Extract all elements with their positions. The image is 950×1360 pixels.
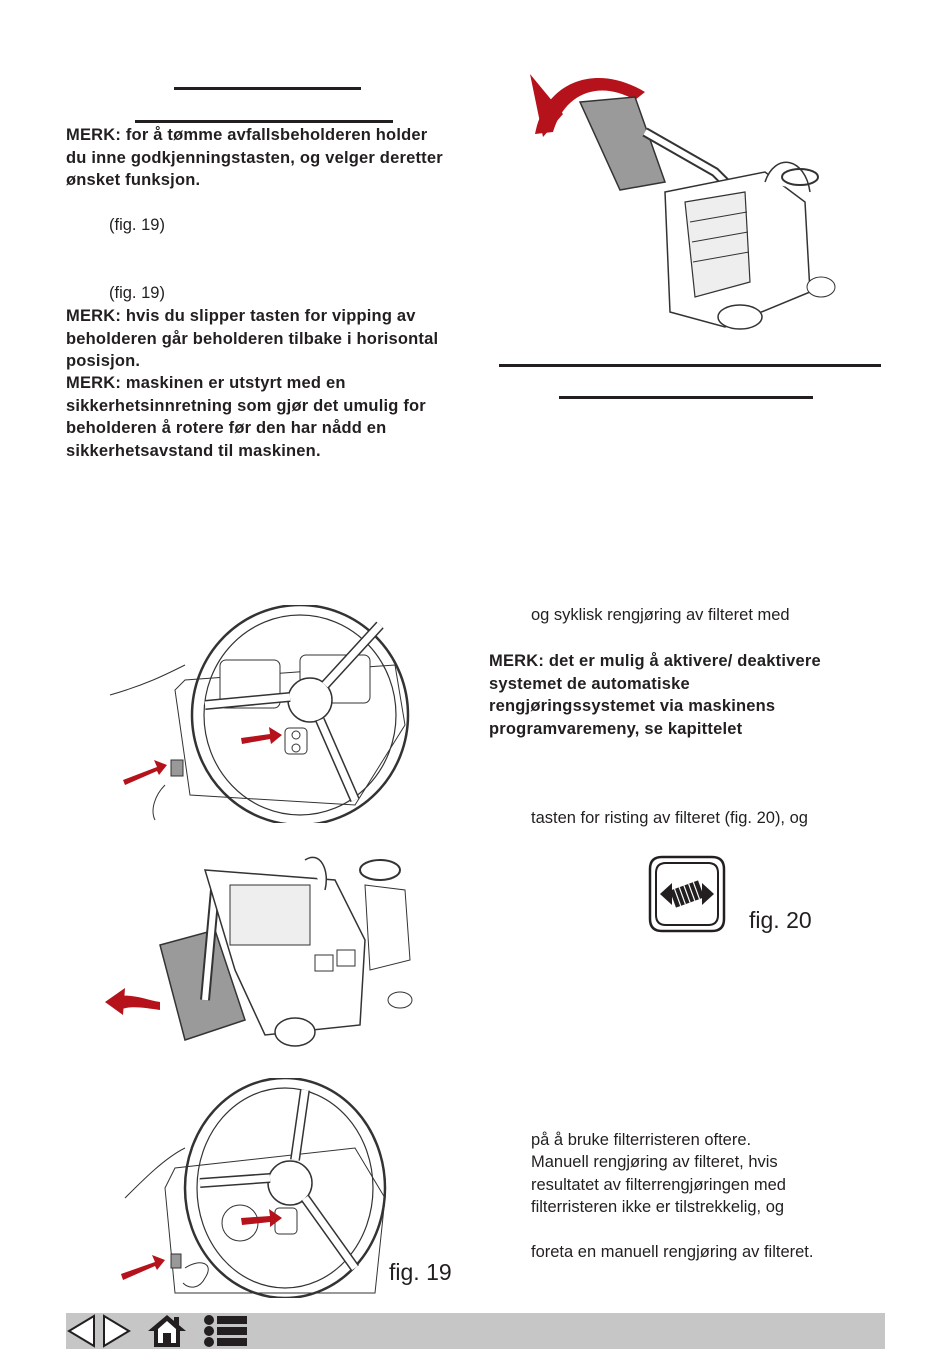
note-empty-container: MERK: for å tømme avfallsbeholderen hold…	[66, 126, 443, 189]
text-shaker-often: på å bruke filterristeren oftere.	[531, 1131, 752, 1149]
fig-20-label: fig. 20	[749, 907, 812, 933]
fig-ref-1: (fig. 19)	[109, 216, 165, 234]
steering-wheel-illustration-2	[105, 1078, 395, 1298]
heading-rule-2	[135, 120, 393, 123]
filter-shaker-key-icon	[648, 855, 726, 933]
next-page-icon[interactable]	[100, 1313, 132, 1349]
text-result: resultatet av filterrengjøringen med	[531, 1176, 786, 1194]
text-perform-manual: foreta en manuell rengjøring av filteret…	[531, 1243, 814, 1261]
fig-ref-2: (fig. 19)	[109, 284, 165, 302]
prev-page-icon[interactable]	[66, 1313, 98, 1349]
text-manual-cleaning: Manuell rengjøring av filteret, hvis	[531, 1153, 778, 1171]
note-auto-cleaning-menu: MERK: det er mulig å aktivere/ deaktiver…	[489, 652, 821, 738]
text-cyclic-cleaning: og syklisk rengjøring av filteret med	[531, 606, 790, 624]
text-not-sufficient: filterristeren ikke er tilstrekkelig, og	[531, 1198, 785, 1216]
heading-rule-4	[559, 396, 813, 399]
note-release-key: MERK: hvis du slipper tasten for vipping…	[66, 307, 439, 370]
note-safety-device: MERK: maskinen er utstyrt med en sikkerh…	[66, 374, 426, 460]
heading-rule-3	[499, 364, 881, 367]
machine-dump-illustration-2	[105, 850, 425, 1050]
steering-wheel-illustration-1	[105, 605, 425, 823]
fig-19-label: fig. 19	[389, 1259, 452, 1285]
text-shaker-key: tasten for risting av filteret (fig. 20)…	[531, 809, 808, 827]
heading-rule-1	[174, 87, 361, 90]
footer-nav-bar	[66, 1313, 885, 1349]
machine-dump-illustration	[525, 62, 845, 337]
home-icon[interactable]	[146, 1313, 188, 1349]
toc-list-icon[interactable]	[202, 1313, 250, 1349]
